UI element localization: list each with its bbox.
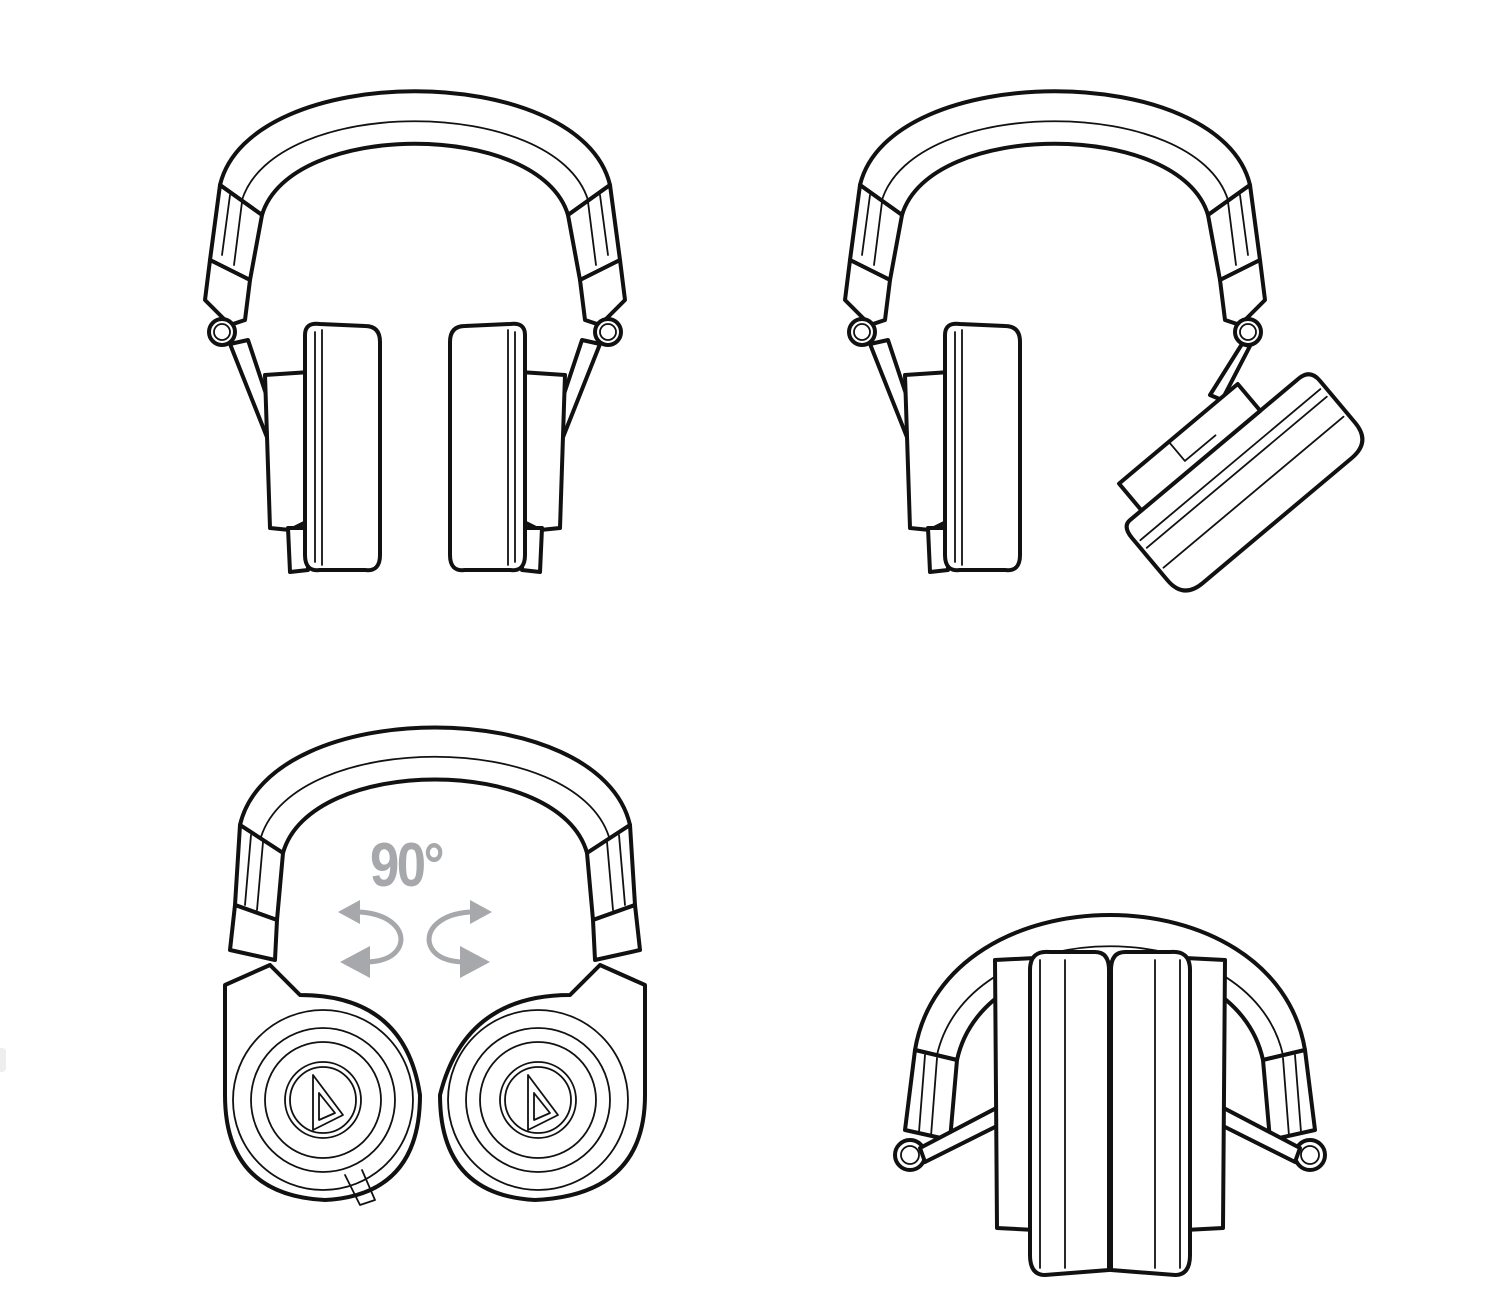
rotation-annotation: 90° xyxy=(330,830,500,980)
headphones-front-illustration xyxy=(203,89,627,574)
headphones-rotated-illustration xyxy=(223,725,647,1206)
headphones-rotated-view xyxy=(215,695,655,1215)
brand-logo-icon xyxy=(312,1074,344,1131)
edge-artifact xyxy=(0,1048,6,1072)
curved-arrow-left-icon xyxy=(338,900,404,978)
headphones-swiveled-view xyxy=(830,50,1365,610)
curved-arrow-right-icon xyxy=(426,900,492,978)
headphones-swiveled-illustration xyxy=(843,89,1365,593)
headphones-folded-view xyxy=(885,850,1335,1290)
headphones-front-view xyxy=(190,50,640,590)
headphones-folded-illustration xyxy=(893,913,1327,1277)
brand-logo-icon xyxy=(527,1074,559,1131)
rotation-degree-label: 90° xyxy=(370,831,445,900)
